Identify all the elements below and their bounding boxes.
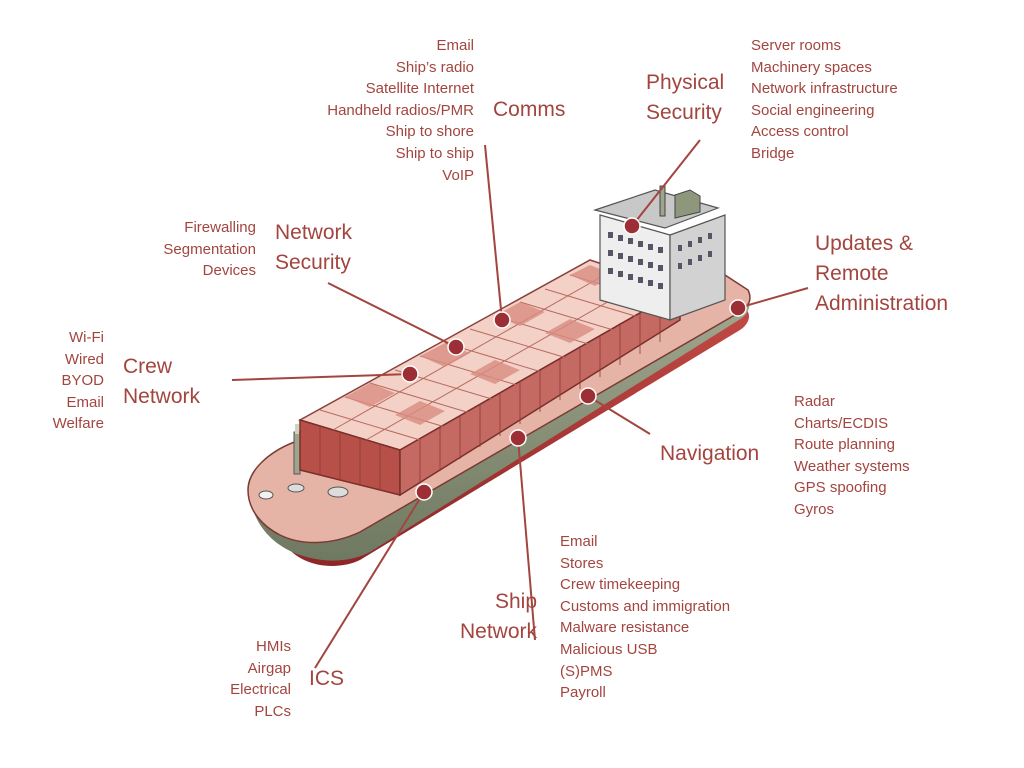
list-item: Email (66, 393, 104, 411)
navigation-list: Radar Charts/ECDIS Route planning Weathe… (794, 391, 910, 521)
ship-network-list: Email Stores Crew timekeeping Customs an… (560, 531, 730, 704)
list-item: Segmentation (163, 240, 256, 258)
list-item: Malicious USB (560, 640, 658, 658)
list-item: Social engineering (751, 101, 875, 119)
crew-network-marker (401, 365, 419, 383)
list-item: Handheld radios/PMR (327, 101, 474, 119)
list-item: Radar (794, 393, 835, 410)
network-security-list: Firewalling Segmentation Devices (163, 217, 256, 282)
navigation-marker (579, 387, 597, 405)
list-item: Machinery spaces (751, 58, 872, 76)
list-item: Electrical (230, 681, 291, 699)
list-item: Stores (560, 554, 604, 572)
list-item: (S)PMS (560, 662, 613, 680)
list-item: Payroll (560, 684, 606, 702)
updates-marker (729, 299, 747, 317)
list-item: Satellite Internet (365, 80, 474, 98)
ics-marker (415, 483, 433, 501)
network-security-marker (447, 338, 465, 356)
physical-security-list: Server rooms Machinery spaces Network in… (751, 35, 898, 165)
list-item: Gyros (794, 500, 835, 518)
comms-marker (493, 311, 511, 329)
list-item: Weather systems (794, 457, 910, 475)
list-item: Malware resistance (560, 619, 690, 637)
network-security-title: Network Security (275, 221, 353, 274)
list-item: Crew timekeeping (560, 576, 681, 594)
list-item: Access control (751, 123, 849, 141)
list-item: Email (560, 533, 598, 550)
list-item: Ship to shore (385, 123, 474, 141)
list-item: VoIP (442, 166, 474, 184)
list-item: Wi-Fi (69, 329, 104, 346)
updates-remote-admin-title: Updates & Remote Administration (815, 232, 949, 315)
list-item: Network infrastructure (751, 80, 898, 98)
list-item: Firewalling (184, 219, 256, 236)
bridge-side (669, 214, 726, 321)
list-item: Customs and immigration (560, 597, 731, 615)
physical-security-marker (623, 217, 641, 235)
list-item: HMIs (256, 638, 291, 655)
navigation-title: Navigation (660, 442, 760, 465)
list-item: Airgap (247, 659, 291, 677)
comms-list: Email Ship’s radio Satellite Internet Ha… (327, 35, 474, 186)
ship-network-title: Ship Network (459, 590, 537, 643)
list-item: PLCs (254, 702, 291, 720)
ics-list: HMIs Airgap Electrical PLCs (230, 636, 291, 722)
list-item: Welfare (52, 415, 104, 433)
ics-title: ICS (309, 667, 345, 690)
list-item: Charts/ECDIS (794, 414, 889, 432)
list-item: Wired (64, 350, 104, 368)
list-item: Email (436, 37, 474, 54)
physical-security-title: Physical Security (646, 71, 725, 124)
list-item: Ship’s radio (395, 58, 474, 76)
comms-title: Comms (493, 98, 566, 121)
list-item: Server rooms (751, 37, 842, 54)
crew-network-list: Wi-Fi Wired BYOD Email Welfare (53, 327, 104, 435)
list-item: GPS spoofing (794, 479, 887, 497)
ship-network-marker (509, 429, 527, 447)
crew-network-title: Crew Network (123, 355, 201, 408)
list-item: Route planning (794, 436, 895, 454)
list-item: Ship to ship (395, 144, 474, 162)
list-item: Devices (202, 262, 256, 280)
list-item: BYOD (61, 372, 104, 390)
list-item: Bridge (751, 144, 795, 162)
